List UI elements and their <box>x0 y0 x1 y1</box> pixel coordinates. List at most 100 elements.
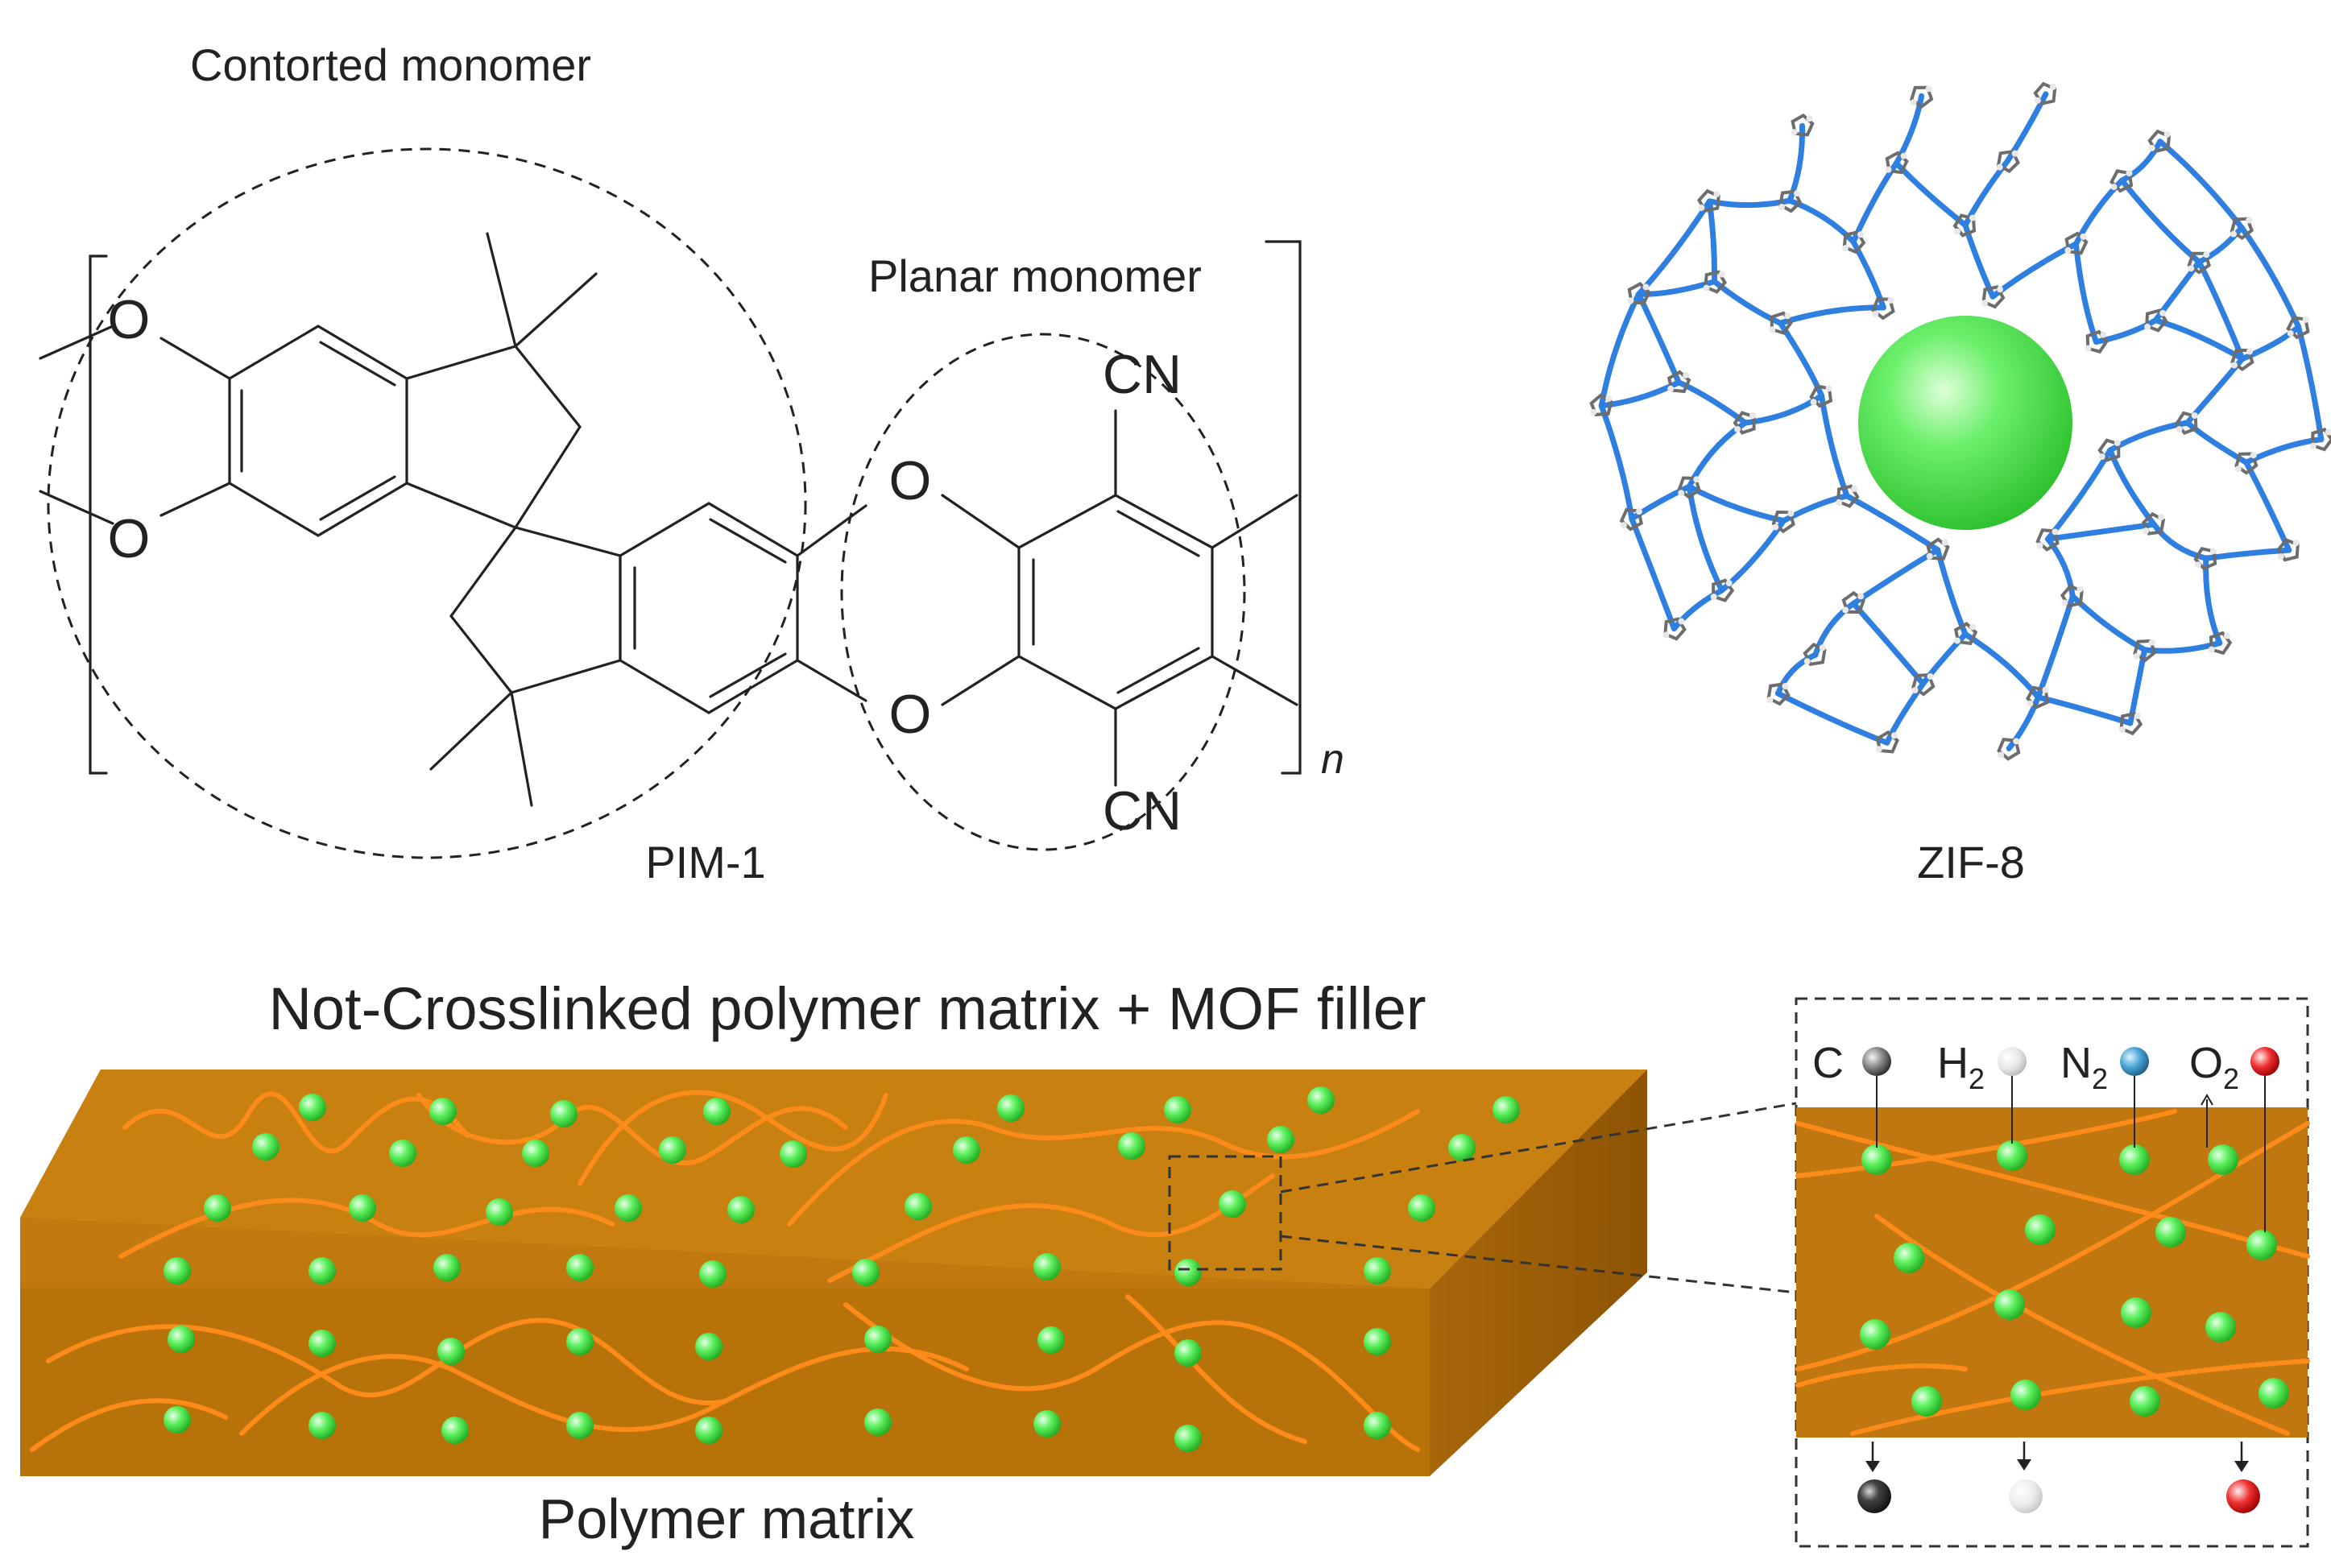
legend-hydrogen-ball <box>1998 1047 2027 1076</box>
mof-filler-particle <box>308 1257 336 1285</box>
zif8-linker <box>1719 518 1787 594</box>
zif8-hydrogen-atom <box>1710 594 1717 601</box>
mof-filler-particle <box>1033 1253 1061 1280</box>
mof-filler-particle <box>1448 1134 1476 1161</box>
zif8-hydrogen-atom <box>1981 300 1989 307</box>
zif8-hydrogen-atom <box>2302 316 2309 323</box>
legend-nitrogen-ball <box>2120 1047 2149 1076</box>
mof-filler-particle <box>1174 1425 1202 1452</box>
right-bracket <box>1265 240 1302 775</box>
zif8-linker <box>1629 515 1677 632</box>
zif8-hydrogen-atom <box>1787 510 1795 517</box>
zif8-linker <box>2127 647 2148 726</box>
zif8-hydrogen-atom <box>2148 639 2155 646</box>
zif8-hydrogen-atom <box>2027 700 2034 707</box>
mof-filler-particle <box>1267 1126 1294 1153</box>
zif8-hydrogen-atom <box>1890 732 1898 739</box>
mof-particles <box>164 1086 1520 1452</box>
zif8-hydrogen-atom <box>1996 163 2003 171</box>
zoom-mof-particle <box>2010 1380 2041 1410</box>
zif8-linker <box>1850 600 1927 687</box>
repeat-index-n: n <box>1321 736 1344 783</box>
zif8-hydrogen-atom <box>1954 637 1960 644</box>
zif8-cage-sphere <box>1858 316 2072 530</box>
mof-filler-particle <box>252 1133 279 1160</box>
zif8-hydrogen-atom <box>2133 652 2140 660</box>
zif8-imidazolate-ring <box>2147 129 2172 153</box>
zif8-hydrogen-atom <box>1791 129 1798 136</box>
zif8-hydrogen-atom <box>2287 329 2294 337</box>
zif8-hydrogen-atom <box>2208 646 2215 653</box>
zoom-polymer-chain <box>1795 1121 2310 1259</box>
gas-legend: C H2 N2 O2 <box>1812 1039 2279 1095</box>
zif8-linker <box>1635 198 1712 297</box>
zif8-hydrogen-atom <box>1875 746 1882 753</box>
mof-filler-particle <box>615 1194 642 1222</box>
ring-b <box>619 502 799 714</box>
zif8-hydrogen-atom <box>1635 508 1642 515</box>
zif8-linker <box>1935 547 1969 638</box>
zif8-hydrogen-atom <box>1678 618 1685 625</box>
mof-filler-particle <box>1408 1194 1435 1222</box>
zoom-mof-particle <box>2119 1144 2150 1175</box>
membrane-front-face <box>20 1289 1430 1476</box>
zoom-mof-particle <box>2155 1217 2186 1247</box>
zif8-hydrogen-atom <box>2118 726 2126 733</box>
zif8-hydrogen-atom <box>1749 412 1757 419</box>
zif8-linker <box>1989 241 2079 300</box>
zif8-imidazolate-ring <box>2060 584 2084 608</box>
zoom-mof-particle <box>1860 1319 1890 1350</box>
atom-o-3: O <box>889 450 932 511</box>
zif8-imidazolate-ring <box>1771 510 1795 534</box>
mof-filler-particle <box>1174 1259 1202 1286</box>
zif8-imidazolate-ring <box>1809 384 1833 408</box>
zif8-linker <box>2045 536 2076 600</box>
zif8-hydrogen-atom <box>2277 553 2284 561</box>
zif8-linker <box>2196 225 2245 265</box>
zif8-linker <box>1598 291 1642 409</box>
zif8-linker <box>1812 600 1857 658</box>
zif8-hydrogen-atom <box>1836 499 1843 506</box>
mof-filler-particle <box>905 1193 932 1220</box>
zif8-imidazolate-ring <box>2193 547 2217 571</box>
planar-monomer-label: Planar monomer <box>868 250 1202 301</box>
zif8-imidazolate-ring <box>1666 370 1691 394</box>
zif8-linker <box>1686 483 1787 524</box>
zif8-imidazolate-ring <box>1803 642 1827 667</box>
mof-filler-particle <box>550 1100 578 1127</box>
zif8-hydrogen-atom <box>1885 166 1892 173</box>
legend-carbon-label: C <box>1812 1039 1844 1087</box>
polymer-chain <box>1125 1294 1307 1444</box>
zif8-linker <box>1774 690 1890 746</box>
zif8-hydrogen-atom <box>2064 246 2072 254</box>
mof-filler-particle <box>1307 1086 1335 1114</box>
zif8-hydrogen-atom <box>1772 523 1779 531</box>
zif8-imidazolate-ring <box>2109 169 2134 193</box>
mof-filler-particle <box>695 1333 722 1360</box>
mof-filler-particle <box>1118 1132 1145 1160</box>
zif8-linker <box>1774 652 1819 697</box>
mof-filler-particle <box>1174 1339 1202 1367</box>
zif8-hydrogen-atom <box>1693 476 1700 483</box>
cn-group-top: CN <box>1103 344 1182 405</box>
zoom-mof-particle <box>1894 1243 1924 1273</box>
zif8-hydrogen-atom <box>2234 465 2242 473</box>
membrane-side-face <box>1430 1069 1647 1476</box>
polymer-chain <box>118 1198 615 1259</box>
zif8-linker <box>2118 177 2202 265</box>
zif8-hydrogen-atom <box>1926 552 1933 560</box>
zif8-hydrogen-atom <box>1718 271 1725 278</box>
mof-filler-particle <box>1219 1190 1246 1218</box>
zif8-hydrogen-atom <box>2223 632 2230 639</box>
zif8-linker <box>1629 483 1692 522</box>
zif8-hydrogen-atom <box>1857 593 1865 600</box>
zif8-hydrogen-atom <box>2013 738 2020 745</box>
zoom-mof-particle <box>2208 1144 2238 1175</box>
zif8-linker <box>1635 291 1682 386</box>
zif8-hydrogen-atom <box>2158 514 2165 521</box>
zif8-imidazolate-ring <box>2141 511 2166 536</box>
legend-oxygen-ball <box>2250 1047 2279 1076</box>
zif8-hydrogen-atom <box>1794 190 1801 197</box>
legend-hydrogen-label: H2 <box>1937 1039 1985 1095</box>
zif8-hydrogen-atom <box>2114 440 2121 447</box>
